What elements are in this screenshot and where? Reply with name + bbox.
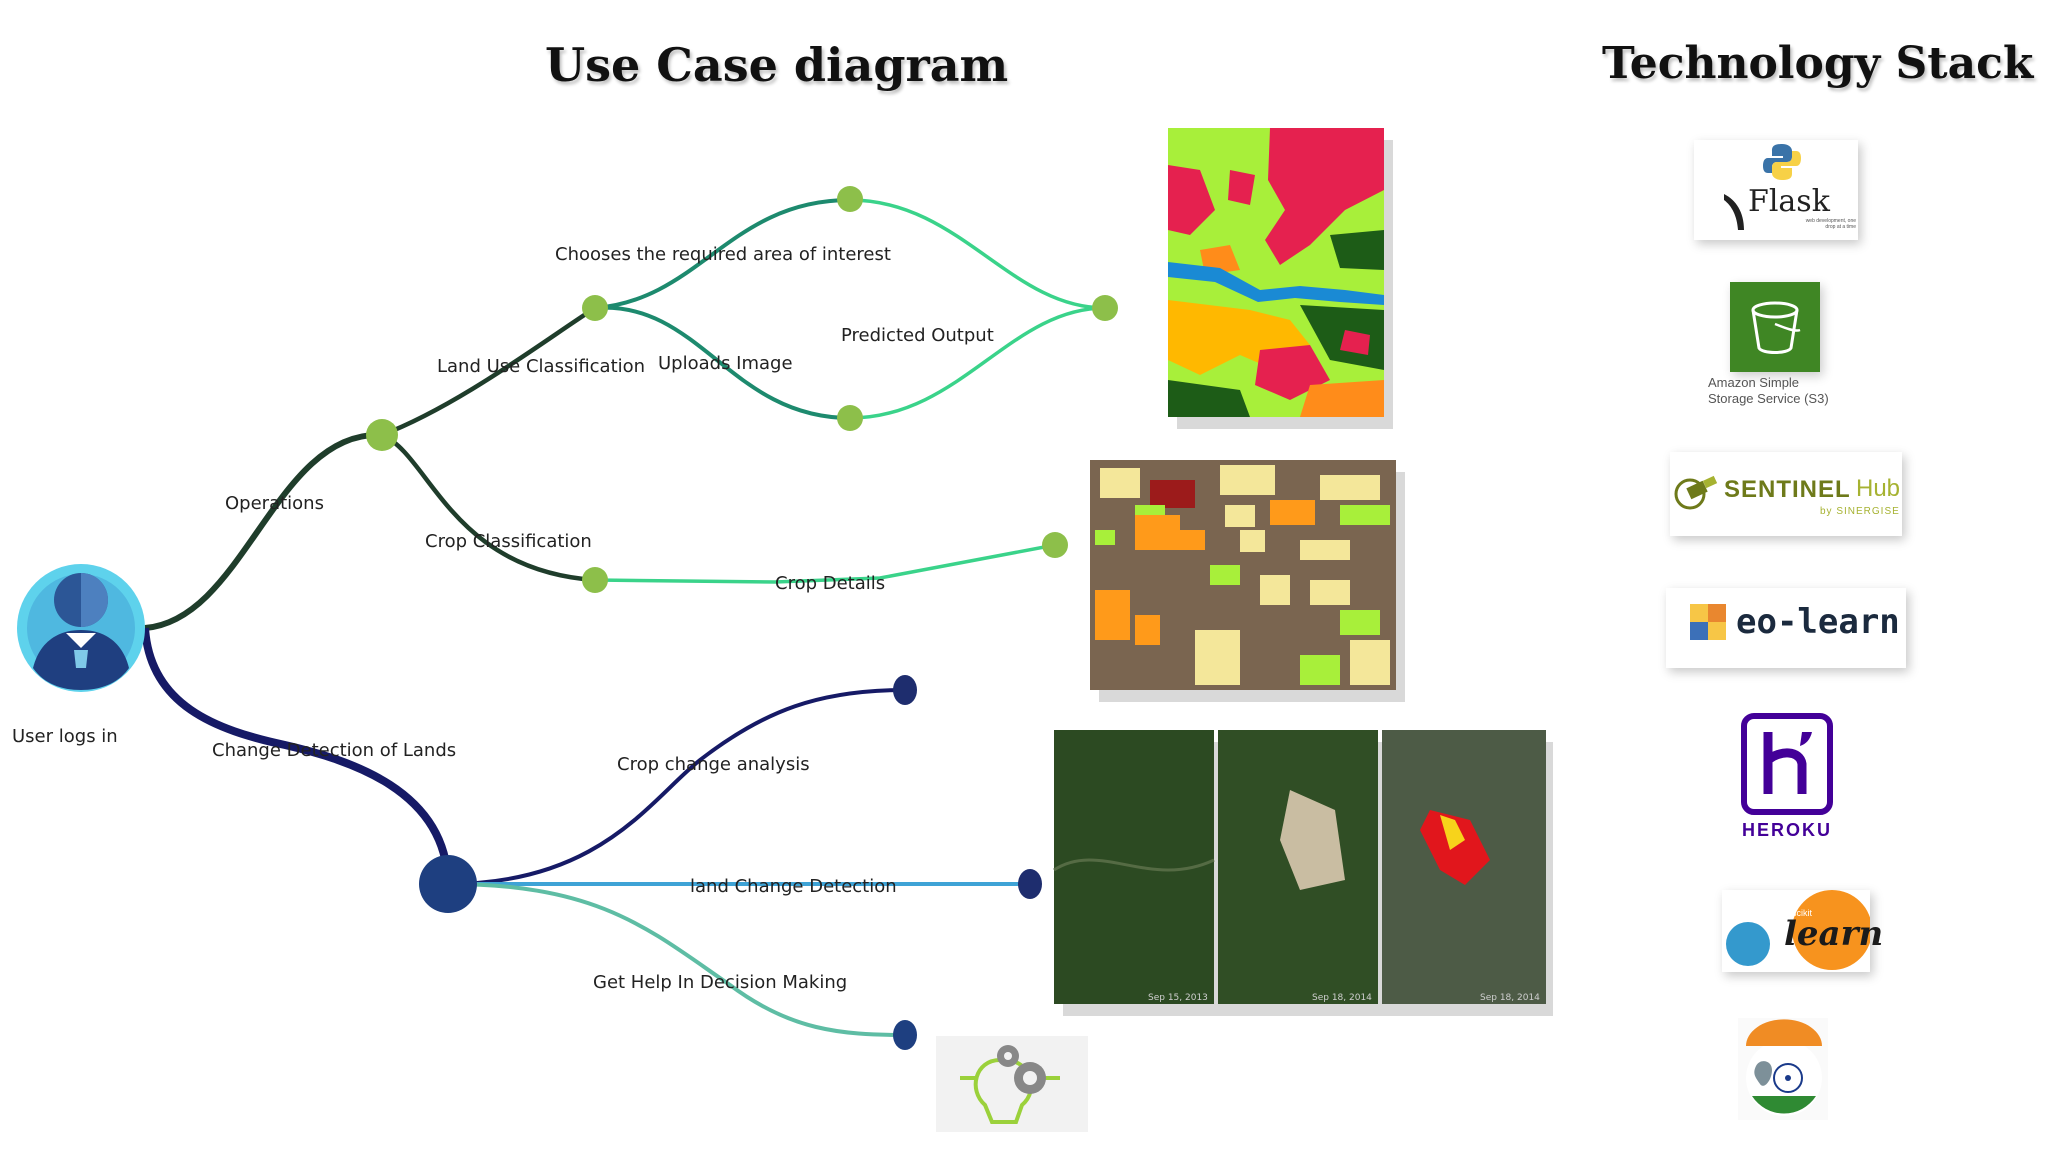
- node-change-detection: [419, 855, 477, 913]
- node-crop-change: [893, 675, 917, 705]
- edge-crop-details: [594, 543, 1056, 584]
- label-area-interest: Chooses the required area of interest: [555, 244, 891, 265]
- python-icon: [1763, 144, 1801, 180]
- change-detection-images: Sep 15, 2013 Sep 18, 2014 Sep 18, 2014: [1053, 730, 1553, 1016]
- label-user: User logs in: [12, 726, 118, 747]
- india-flag-icon: [1746, 1019, 1822, 1116]
- image-date-3: Sep 18, 2014: [1480, 993, 1540, 1003]
- edge-landuse-area: [594, 198, 851, 310]
- sklearn-wordmark: learn: [1784, 914, 1884, 954]
- edge-upload-predicted: [849, 306, 1106, 420]
- crop-fields-image: [1090, 460, 1405, 702]
- heroku-wordmark: HEROKU: [1742, 820, 1833, 840]
- puzzle-icon: [1690, 604, 1726, 640]
- s3-icon: [1730, 282, 1820, 372]
- edge-user-operations: [144, 431, 383, 631]
- label-land-use: Land Use Classification: [437, 356, 645, 377]
- heroku-icon: [1741, 713, 1833, 815]
- label-land-change: land Change Detection: [690, 876, 897, 897]
- label-crop-details: Crop Details: [775, 573, 885, 594]
- edge-operations-landuse: [381, 306, 597, 438]
- image-date-1: Sep 15, 2013: [1148, 993, 1208, 1003]
- eo-learn-wordmark: eo-learn: [1736, 602, 1900, 642]
- flask-horn-icon: [1724, 194, 1744, 230]
- sentinel-wordmark: SENTINEL: [1724, 476, 1851, 503]
- satellite-icon: [1674, 475, 1718, 510]
- user-avatar: [17, 564, 145, 692]
- sklearn-icon: [1726, 890, 1872, 970]
- node-decision: [893, 1020, 917, 1050]
- edge-landuse-upload: [594, 305, 851, 420]
- use-case-title: Use Case diagram: [545, 38, 1009, 92]
- tech-stack-title: Technology Stack: [1602, 38, 2034, 89]
- label-crop-change: Crop change analysis: [617, 754, 810, 775]
- flask-logo: Flask web development, one drop at a tim…: [1694, 140, 1858, 240]
- scikit-learn-logo: scikit learn: [1722, 890, 1883, 972]
- land-use-map-image: [1168, 128, 1393, 429]
- edge-change-cropchange: [447, 688, 906, 886]
- flask-wordmark: Flask: [1748, 184, 1830, 219]
- india-emblem-logo: [1738, 1018, 1828, 1120]
- node-operations: [366, 419, 398, 451]
- flask-tagline: web development, one drop at a time: [1805, 218, 1856, 230]
- label-change-detection: Change Detection of Lands: [212, 740, 456, 761]
- label-predicted: Predicted Output: [841, 325, 994, 346]
- label-upload: Uploads Image: [658, 353, 793, 374]
- edge-area-predicted: [849, 198, 1106, 310]
- bucket-icon: [1751, 301, 1801, 354]
- label-operations: Operations: [225, 493, 324, 514]
- node-crop-class: [582, 567, 608, 593]
- sentinel-hub-word: Hub: [1856, 475, 1901, 502]
- eo-learn-logo: eo-learn: [1666, 588, 1906, 668]
- lightbulb-gears-icon: [936, 1036, 1088, 1132]
- node-predicted: [1092, 295, 1118, 321]
- node-crop-details: [1042, 532, 1068, 558]
- edge-change-decision: [447, 882, 906, 1037]
- sklearn-scikit: scikit: [1792, 908, 1812, 918]
- edge-operations-crop: [381, 432, 596, 583]
- label-decision: Get Help In Decision Making: [593, 972, 847, 993]
- sentinel-by: by SINERGISE: [1820, 506, 1900, 517]
- node-land-change: [1018, 869, 1042, 899]
- edge-user-change: [141, 627, 452, 883]
- heroku-logo: HEROKU: [1738, 712, 1838, 842]
- image-date-2: Sep 18, 2014: [1312, 993, 1372, 1003]
- s3-caption: Amazon Simple Storage Service (S3): [1708, 375, 1829, 406]
- node-land-use: [582, 295, 608, 321]
- label-crop-class: Crop Classification: [425, 531, 592, 552]
- node-area: [837, 186, 863, 212]
- node-upload: [837, 405, 863, 431]
- sentinel-hub-logo: SENTINEL Hub by SINERGISE: [1670, 452, 1902, 536]
